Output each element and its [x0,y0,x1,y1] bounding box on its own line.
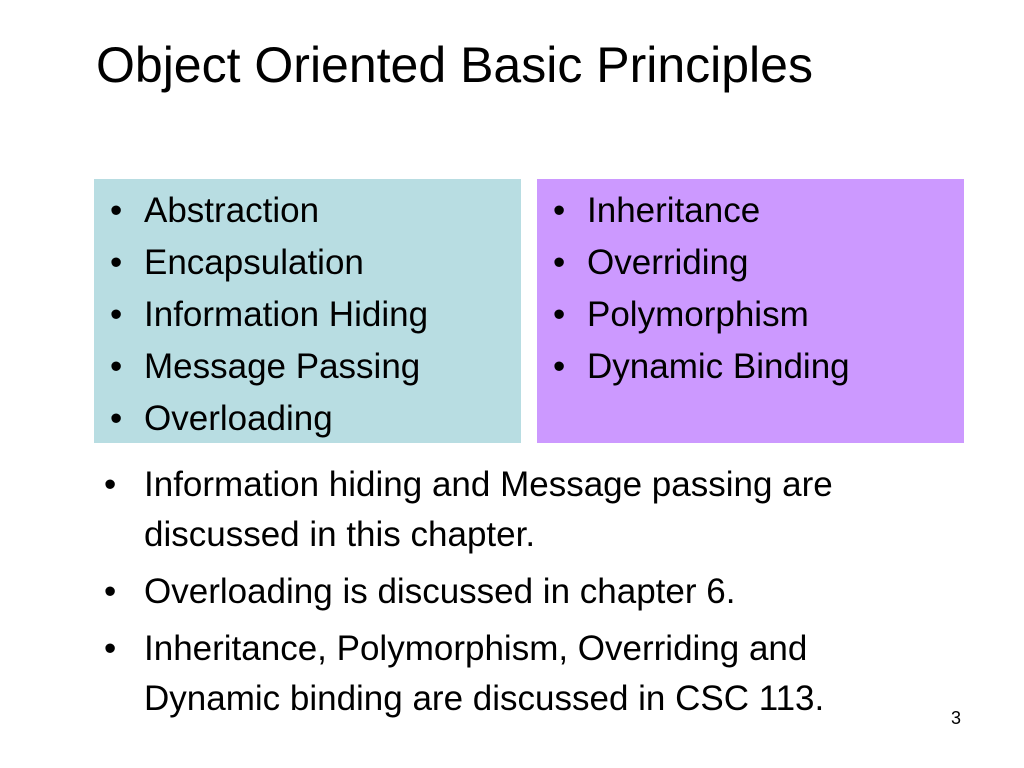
bullet-icon: • [110,191,123,230]
list-item: • Polymorphism [545,289,964,341]
list-item-label: Encapsulation [144,243,364,282]
note-text: Overloading is discussed in chapter 6. [144,572,736,611]
note-item: • Inheritance, Polymorphism, Overriding a… [104,624,944,724]
bullet-icon: • [104,465,117,504]
slide-title: Object Oriented Basic Principles [96,37,813,93]
list-item: • Encapsulation [102,237,521,289]
bullet-icon: • [553,243,566,282]
list-item-label: Message Passing [144,347,421,386]
note-text: Inheritance, Polymorphism, Overriding an… [144,629,825,718]
bullet-icon: • [110,399,123,438]
list-item-label: Overloading [144,399,333,438]
list-item: • Abstraction [102,185,521,237]
list-item-label: Inheritance [587,191,761,230]
note-text: Information hiding and Message passing a… [144,465,833,554]
bullet-icon: • [110,347,123,386]
list-item-label: Dynamic Binding [587,347,850,386]
concepts-box-left: • Abstraction • Encapsulation • Information… [94,179,521,443]
list-item: • Information Hiding [102,289,521,341]
bullet-icon: • [110,243,123,282]
bullet-icon: • [553,295,566,334]
list-item-label: Overriding [587,243,749,282]
concepts-box-right: • Inheritance • Overriding • Polymorphism •… [537,179,964,443]
list-item-label: Information Hiding [144,295,429,334]
list-item: • Message Passing [102,341,521,393]
note-item: • Information hiding and Message passing … [104,460,944,560]
list-item: • Dynamic Binding [545,341,964,393]
note-item: • Overloading is discussed in chapter 6. [104,567,944,617]
list-item: • Overloading [102,393,521,445]
concepts-list-right: • Inheritance • Overriding • Polymorphism •… [537,179,964,393]
bullet-icon: • [104,572,117,611]
list-item-label: Polymorphism [587,295,809,334]
bullet-icon: • [553,347,566,386]
bullet-icon: • [553,191,566,230]
bullet-icon: • [104,629,117,668]
page-number: 3 [951,708,962,728]
concepts-list-left: • Abstraction • Encapsulation • Information… [94,179,521,445]
list-item: • Overriding [545,237,964,289]
list-item-label: Abstraction [144,191,320,230]
list-item: • Inheritance [545,185,964,237]
notes-list: • Information hiding and Message passing … [104,460,944,731]
bullet-icon: • [110,295,123,334]
